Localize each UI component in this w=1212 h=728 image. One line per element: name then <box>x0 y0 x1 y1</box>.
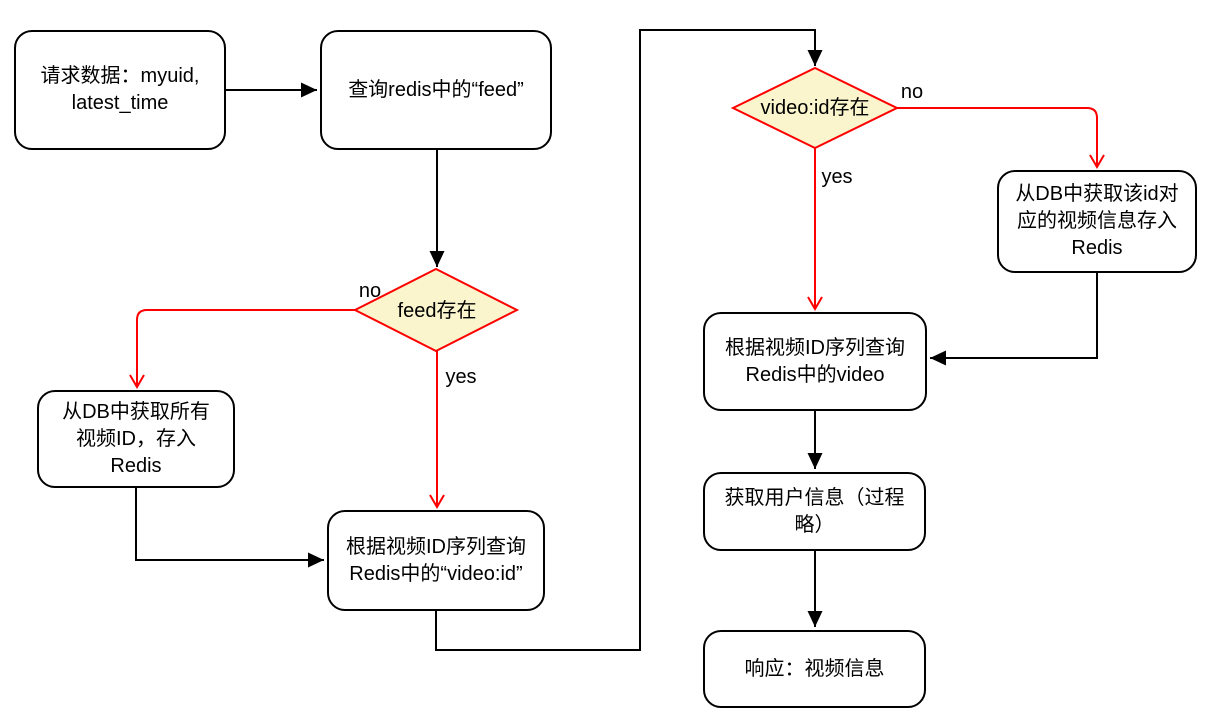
edge-label-feed-no: no <box>358 280 382 302</box>
node-query-redis-video-id: 根据视频ID序列查询 Redis中的“video:id” <box>327 510 545 611</box>
decision-video-id-exists-shape <box>730 66 900 150</box>
node-get-user-info: 获取用户信息（过程 略） <box>703 472 926 551</box>
node-response-video-info: 响应：视频信息 <box>703 630 926 708</box>
decision-feed-exists-label: feed存在 <box>397 300 477 322</box>
edge-label-video-yes: yes <box>821 166 853 188</box>
node-query-redis-video: 根据视频ID序列查询 Redis中的video <box>703 312 927 411</box>
edge-db-all-ids-to-query-video-id <box>135 488 324 568</box>
edge-label-video-no: no <box>900 81 924 103</box>
decision-video-id-exists-label: video:id存在 <box>760 97 870 119</box>
edge-db-video-info-to-query-video <box>930 273 1098 366</box>
edge-query-video-id-to-video-id-exists <box>435 29 823 651</box>
edge-label-feed-yes: yes <box>445 366 477 388</box>
decision-feed-exists-shape <box>352 267 520 353</box>
node-db-fetch-video-info: 从DB中获取该id对 应的视频信息存入 Redis <box>997 170 1197 273</box>
node-db-fetch-all-video-ids: 从DB中获取所有 视频ID，存入 Redis <box>37 390 235 488</box>
edge-feed-no-to-db-all-ids <box>129 309 355 389</box>
edge-video-no-to-db-video-info <box>897 107 1105 169</box>
node-request-data: 请求数据：myuid, latest_time <box>14 30 226 150</box>
node-query-redis-feed: 查询redis中的“feed” <box>320 30 552 150</box>
